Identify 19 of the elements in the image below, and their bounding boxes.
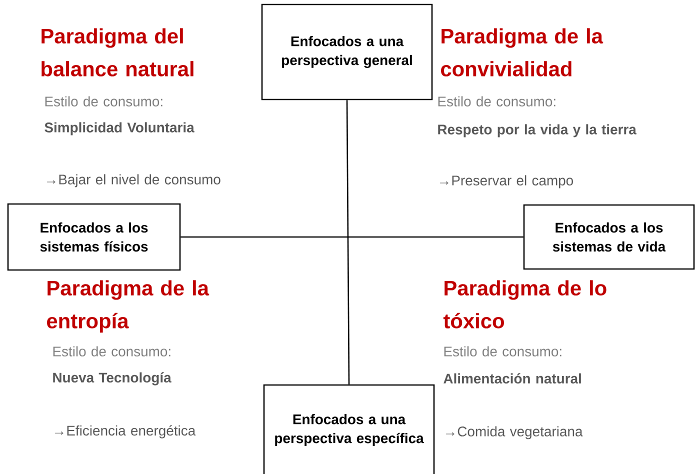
- text-box: Enfocados a los sistemas físicos: [7, 203, 181, 271]
- subtitle-text: Estilo de consumo:: [45, 96, 162, 106]
- text-box: Enfocados a los sistemas de vida: [523, 204, 695, 270]
- action-text: →Bajar el nivel de consumo: [47, 174, 220, 188]
- text-box: Enfocados a una perspectiva específica: [263, 384, 435, 474]
- text-box: Enfocados a una perspectiva general: [261, 4, 433, 100]
- connector-line: [180, 236, 524, 238]
- value-text: Alimentación natural: [444, 373, 581, 384]
- title-text: Paradigma del balance natural: [42, 28, 194, 76]
- action-text: →Eficiencia energética: [55, 425, 196, 438]
- action-text: →Preservar el campo: [440, 175, 574, 188]
- value-text: Nueva Tecnología: [53, 372, 172, 386]
- connector-line: [346, 100, 350, 384]
- subtitle-text: Estilo de consumo:: [444, 346, 562, 356]
- subtitle-text: Estilo de consumo:: [53, 346, 170, 356]
- title-text: Paradigma de lo tóxico: [443, 280, 606, 328]
- value-text: Respeto por la vida y la tierra: [438, 124, 636, 138]
- subtitle-text: Estilo de consumo:: [438, 96, 556, 106]
- value-text: Simplicidad Voluntaria: [44, 122, 194, 136]
